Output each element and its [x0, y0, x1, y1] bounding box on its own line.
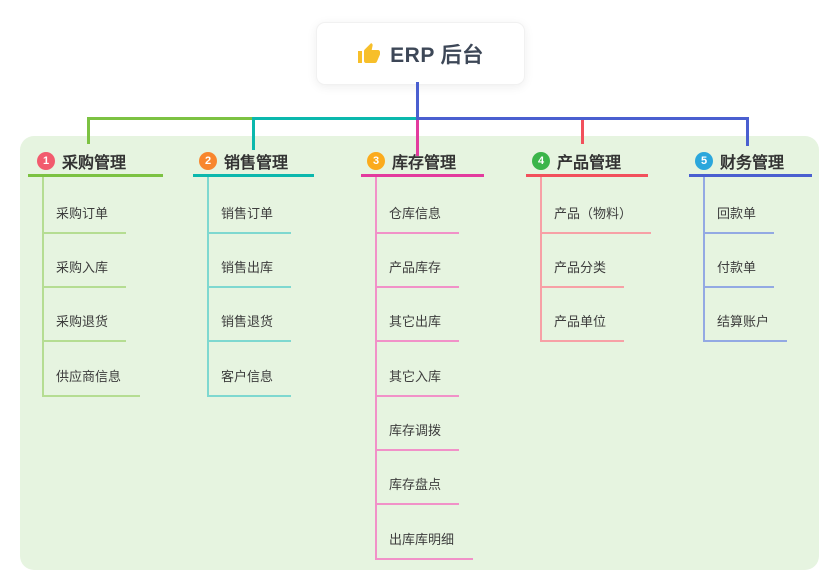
thumbs-up-icon — [358, 42, 381, 63]
branch-elbow-connector-5 — [746, 117, 749, 146]
child-node-label: 供应商信息 — [56, 369, 122, 384]
branch-index-badge: 2 — [199, 151, 217, 170]
branch-elbow-connector-1 — [87, 117, 90, 144]
child-node[interactable]: 库存调拨 — [375, 421, 459, 451]
child-node-label: 回款单 — [717, 206, 757, 221]
child-node-label: 销售订单 — [221, 206, 274, 221]
root-node[interactable]: ERP 后台 — [316, 22, 525, 85]
child-node[interactable]: 销售订单 — [207, 204, 291, 234]
branch-elbow-connector-3 — [416, 120, 419, 156]
branch-node-3[interactable]: 3 库存管理 — [361, 147, 484, 177]
child-node[interactable]: 采购入库 — [42, 258, 126, 288]
child-node[interactable]: 采购订单 — [42, 204, 126, 234]
child-node[interactable]: 回款单 — [703, 204, 774, 234]
child-node[interactable]: 其它入库 — [375, 367, 459, 397]
branch-index-badge: 3 — [367, 151, 385, 170]
child-node[interactable]: 销售出库 — [207, 258, 291, 288]
root-node-title: ERP 后台 — [390, 43, 484, 67]
branch-node-label: 产品管理 — [557, 154, 622, 172]
branch-node-4[interactable]: 4 产品管理 — [526, 147, 648, 177]
child-node-label: 采购订单 — [56, 206, 109, 221]
child-node[interactable]: 采购退货 — [42, 312, 126, 342]
bus-connector-segment-3 — [416, 117, 749, 120]
branch-children-rail-3 — [375, 177, 377, 560]
branch-elbow-connector-4 — [581, 120, 584, 144]
branch-node-1[interactable]: 1 采购管理 — [28, 147, 163, 177]
branch-index-badge: 4 — [532, 151, 550, 170]
child-node-label: 付款单 — [717, 260, 757, 275]
branch-children-rail-4 — [540, 177, 542, 342]
branch-node-2[interactable]: 2 销售管理 — [193, 147, 314, 177]
child-node[interactable]: 库存盘点 — [375, 475, 459, 505]
branch-index-badge: 1 — [37, 151, 55, 170]
child-node-label: 出库库明细 — [389, 532, 455, 547]
child-node-label: 采购退货 — [56, 314, 109, 329]
child-node-label: 产品分类 — [554, 260, 607, 275]
child-node-label: 产品库存 — [389, 260, 442, 275]
bus-connector-segment-2 — [252, 117, 419, 120]
child-node-label: 销售出库 — [221, 260, 274, 275]
child-node[interactable]: 其它出库 — [375, 312, 459, 342]
child-node[interactable]: 产品单位 — [540, 312, 624, 342]
branch-node-label: 库存管理 — [392, 154, 457, 172]
branch-node-label: 采购管理 — [62, 154, 127, 172]
child-node-label: 产品单位 — [554, 314, 607, 329]
branch-node-5[interactable]: 5 财务管理 — [689, 147, 812, 177]
child-node[interactable]: 仓库信息 — [375, 204, 459, 234]
root-stem-connector — [416, 82, 419, 120]
child-node-label: 其它入库 — [389, 369, 442, 384]
child-node-label: 其它出库 — [389, 314, 442, 329]
branches-panel — [20, 136, 819, 570]
branch-index-badge: 5 — [695, 151, 713, 170]
child-node[interactable]: 出库库明细 — [375, 530, 473, 560]
child-node[interactable]: 结算账户 — [703, 312, 787, 342]
child-node[interactable]: 供应商信息 — [42, 367, 140, 397]
child-node[interactable]: 销售退货 — [207, 312, 291, 342]
branch-elbow-connector-2 — [252, 117, 255, 150]
child-node-label: 仓库信息 — [389, 206, 442, 221]
child-node-label: 客户信息 — [221, 369, 274, 384]
branch-node-label: 销售管理 — [224, 154, 289, 172]
child-node[interactable]: 产品库存 — [375, 258, 459, 288]
branch-children-rail-5 — [703, 177, 705, 342]
child-node-label: 采购入库 — [56, 260, 109, 275]
child-node-label: 销售退货 — [221, 314, 274, 329]
child-node-label: 库存盘点 — [389, 477, 442, 492]
child-node[interactable]: 客户信息 — [207, 367, 291, 397]
branch-node-label: 财务管理 — [720, 154, 785, 172]
child-node[interactable]: 付款单 — [703, 258, 774, 288]
child-node-label: 库存调拨 — [389, 423, 442, 438]
child-node[interactable]: 产品（物料） — [540, 204, 651, 234]
bus-connector-segment-1 — [87, 117, 256, 120]
child-node[interactable]: 产品分类 — [540, 258, 624, 288]
child-node-label: 产品（物料） — [554, 206, 633, 221]
child-node-label: 结算账户 — [717, 314, 770, 329]
